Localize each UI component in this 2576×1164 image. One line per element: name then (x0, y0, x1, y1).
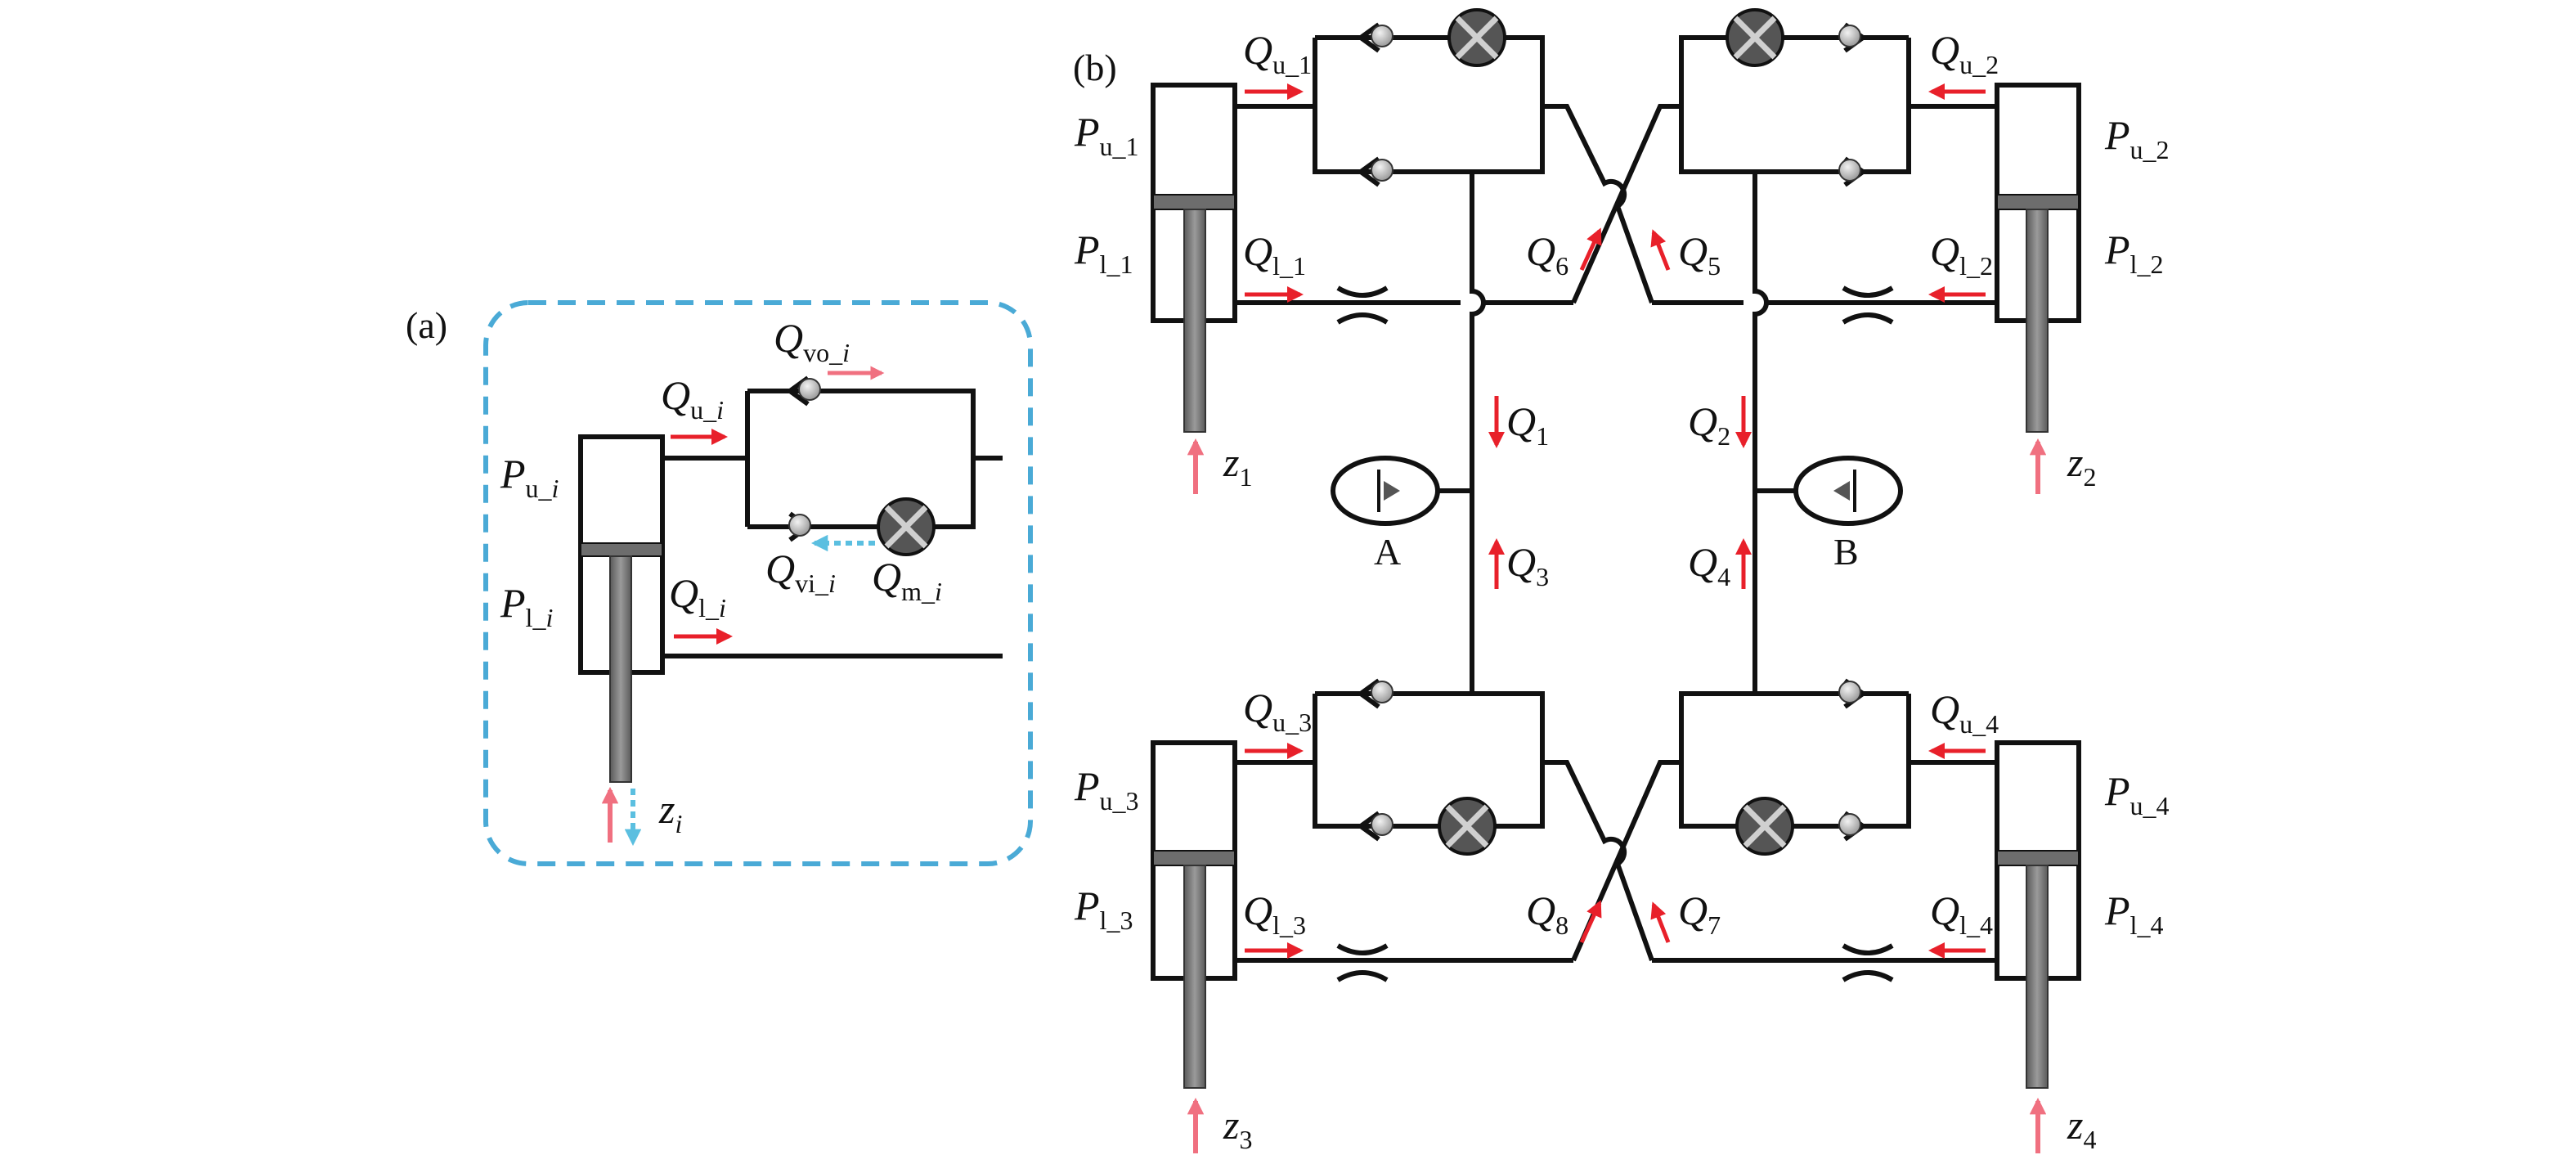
svg-text:Pl_i: Pl_i (500, 580, 553, 632)
valve-block-3 (1235, 691, 1545, 829)
piston-icon (1996, 194, 2080, 210)
label-flow-3: Q3 (1506, 539, 1549, 591)
label-upper-pressure-3: Pu_3 (1074, 763, 1139, 816)
hydraulic-motor-icon (1447, 8, 1506, 67)
label-upper-pressure-1: Pu_1 (1074, 109, 1139, 161)
piston-rod-icon (1183, 209, 1206, 433)
label-lower-flow-3: Ql_3 (1243, 888, 1306, 940)
label-displacement-1: z1 (1223, 439, 1252, 492)
label-flow-5: Q5 (1678, 228, 1721, 281)
accumulator-b-label: B (1833, 531, 1859, 573)
flow-arrow (1579, 900, 1602, 944)
piston-icon (1152, 850, 1236, 866)
cylinder-4 (1995, 740, 2081, 1089)
piston-rod-icon (2026, 209, 2049, 433)
label-lower-pressure-2: Pl_2 (2104, 227, 2163, 279)
svg-text:Pu_i: Pu_i (500, 451, 559, 503)
cross-line-top-b (1571, 104, 1681, 304)
label-flow-4: Q4 (1688, 539, 1730, 591)
label-lower-flow-2: Ql_2 (1930, 228, 1993, 281)
label-upper-flow-a: Qu_i (661, 372, 724, 425)
label-displacement-3: z3 (1223, 1102, 1252, 1154)
check-valve-icon (1356, 811, 1393, 842)
cylinder-2 (1995, 83, 2081, 433)
label-flow-8: Q8 (1526, 888, 1568, 940)
check-valve-icon (785, 375, 821, 407)
orifice-icon (1842, 943, 1894, 982)
label-displacement-4: z4 (2067, 1102, 2096, 1154)
accumulator-icon (1793, 456, 1903, 526)
svg-text:zi: zi (658, 786, 682, 838)
check-valve-icon (1838, 678, 1868, 709)
label-upper-flow-2: Qu_2 (1930, 27, 1999, 79)
label-lower-pressure-a: Pl_i (500, 580, 553, 632)
flow-arrow (1579, 227, 1602, 272)
label-upper-flow-3: Qu_3 (1243, 685, 1312, 737)
orifice-icon (1336, 943, 1389, 982)
label-displacement-a: zi (658, 786, 682, 838)
check-valve-icon (1838, 156, 1868, 187)
label-lower-pressure-4: Pl_4 (2104, 888, 2163, 940)
label-flow-1: Q1 (1506, 398, 1549, 451)
svg-text:Qvo_i: Qvo_i (774, 315, 850, 367)
svg-text:Qvi_i: Qvi_i (765, 546, 836, 598)
check-valve-icon (1356, 156, 1393, 187)
piston-icon (580, 542, 663, 557)
label-upper-pressure-4: Pu_4 (2104, 768, 2170, 820)
piston-rod-icon (2026, 865, 2049, 1089)
panel-b-tag: (b) (1073, 47, 1117, 88)
cross-line-bottom-b (1571, 760, 1681, 962)
piston-icon (1996, 850, 2080, 866)
label-lower-pressure-1: Pl_1 (1074, 227, 1133, 279)
hydraulic-motor-icon (1735, 797, 1794, 856)
accumulator-a-label: A (1374, 531, 1401, 573)
valve-loop (745, 389, 976, 529)
panel-a: (a) (406, 300, 1033, 866)
panel-a-tag: (a) (406, 304, 447, 346)
cross-line-top-a (1542, 104, 1654, 304)
check-valve-icon (1356, 22, 1393, 53)
hydraulic-motor-icon (1438, 797, 1497, 856)
label-lower-pressure-3: Pl_3 (1074, 883, 1133, 935)
label-lower-flow-a: Ql_i (669, 570, 726, 622)
accumulator-icon (1331, 456, 1440, 526)
svg-text:Qu_i: Qu_i (661, 372, 724, 425)
check-valve-icon (1838, 22, 1868, 53)
cylinder-a (578, 434, 665, 783)
trunk-line-right (1752, 172, 1769, 694)
trunk-line-left (1470, 172, 1486, 694)
piston-rod-icon (609, 555, 632, 783)
check-valve-icon (1356, 678, 1393, 709)
label-displacement-2: z2 (2067, 439, 2096, 492)
panel-a-frame (483, 300, 1033, 866)
label-upper-pressure-2: Pu_2 (2104, 112, 2170, 164)
label-lower-flow-4: Ql_4 (1930, 888, 1993, 940)
svg-text:Ql_i: Ql_i (669, 570, 726, 622)
label-flow-7: Q7 (1678, 888, 1721, 940)
label-lower-flow-1: Ql_1 (1243, 228, 1306, 281)
orifice-icon (1336, 285, 1389, 325)
check-valve-icon (1838, 811, 1868, 842)
label-valve-out-flow: Qvo_i (774, 315, 850, 367)
hydraulic-motor-icon (877, 497, 936, 556)
piston-icon (1152, 194, 1236, 210)
hydraulic-motor-icon (1726, 8, 1784, 67)
flow-arrow (1650, 901, 1671, 943)
check-valve-icon (788, 511, 813, 542)
svg-text:Qm_i: Qm_i (872, 554, 942, 606)
panel-b: (b) (1073, 8, 2170, 1154)
orifice-icon (1842, 285, 1894, 325)
label-upper-flow-4: Qu_4 (1930, 686, 1999, 739)
label-upper-flow-1: Qu_1 (1243, 27, 1312, 79)
piston-rod-icon (1183, 865, 1206, 1089)
label-upper-pressure-a: Pu_i (500, 451, 559, 503)
flow-arrow (1650, 229, 1671, 271)
label-flow-2: Q2 (1688, 398, 1730, 451)
cylinder-3 (1151, 740, 1237, 1089)
label-motor-flow: Qm_i (872, 554, 942, 606)
cylinder-1 (1151, 83, 1237, 433)
label-flow-6: Q6 (1526, 228, 1568, 281)
label-valve-in-flow: Qvi_i (765, 546, 836, 598)
